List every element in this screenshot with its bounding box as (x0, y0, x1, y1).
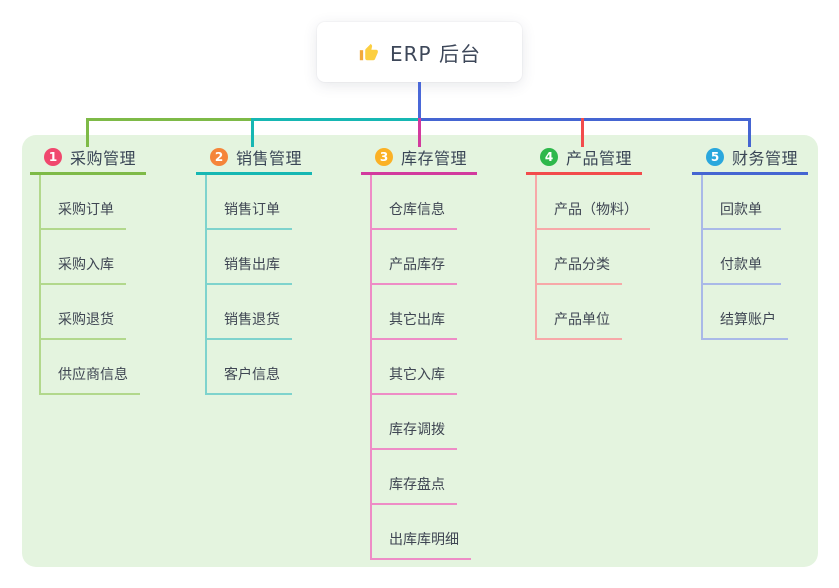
child-node[interactable]: 销售订单 (207, 175, 292, 230)
child-node[interactable]: 销售出库 (207, 230, 292, 285)
child-node[interactable]: 仓库信息 (372, 175, 457, 230)
child-node[interactable]: 出库库明细 (372, 505, 471, 560)
connector-drop-finance (748, 118, 751, 147)
branch-title: 财务管理 (732, 148, 799, 168)
branch-badge: 1 (44, 147, 62, 166)
branch-title: 库存管理 (401, 148, 468, 168)
child-node[interactable]: 采购入库 (41, 230, 126, 285)
branch-product: 4 产品管理产品（物料）产品分类产品单位 (526, 141, 650, 340)
branch-header-product[interactable]: 4 产品管理 (526, 141, 642, 175)
branch-title: 销售管理 (236, 148, 303, 168)
child-node[interactable]: 库存调拨 (372, 395, 457, 450)
branches-panel (22, 135, 818, 567)
child-node[interactable]: 回款单 (703, 175, 781, 230)
child-node[interactable]: 采购订单 (41, 175, 126, 230)
branch-badge: 5 (706, 147, 724, 166)
root-node[interactable]: ERP 后台 (317, 22, 522, 82)
branch-header-purchase[interactable]: 1 采购管理 (30, 141, 146, 175)
child-node[interactable]: 结算账户 (703, 285, 788, 340)
thumbs-up-icon (359, 43, 378, 61)
root-node-label: ERP 后台 (390, 41, 481, 66)
child-node[interactable]: 销售退货 (207, 285, 292, 340)
child-node[interactable]: 供应商信息 (41, 340, 140, 395)
child-node[interactable]: 库存盘点 (372, 450, 457, 505)
child-node[interactable]: 产品单位 (537, 285, 622, 340)
branch-header-sales[interactable]: 2 销售管理 (196, 141, 312, 175)
branch-sales: 2 销售管理销售订单销售出库销售退货客户信息 (196, 141, 312, 395)
branch-inventory: 3 库存管理仓库信息产品库存其它出库其它入库库存调拨库存盘点出库库明细 (361, 141, 477, 560)
branch-header-inventory[interactable]: 3 库存管理 (361, 141, 477, 175)
branch-title: 产品管理 (566, 148, 633, 168)
branch-purchase: 1 采购管理采购订单采购入库采购退货供应商信息 (30, 141, 146, 395)
connector-drop-sales (251, 118, 254, 147)
branch-header-finance[interactable]: 5 财务管理 (692, 141, 808, 175)
branch-children: 回款单付款单结算账户 (701, 175, 808, 340)
child-node[interactable]: 产品（物料） (537, 175, 650, 230)
connector-drop-purchase (86, 118, 89, 147)
child-node[interactable]: 其它入库 (372, 340, 457, 395)
branch-children: 销售订单销售出库销售退货客户信息 (205, 175, 312, 395)
child-node[interactable]: 付款单 (703, 230, 781, 285)
child-node[interactable]: 采购退货 (41, 285, 126, 340)
child-node[interactable]: 产品库存 (372, 230, 457, 285)
child-node[interactable]: 其它出库 (372, 285, 457, 340)
branch-badge: 3 (375, 147, 393, 166)
branch-children: 仓库信息产品库存其它出库其它入库库存调拨库存盘点出库库明细 (370, 175, 477, 560)
connector-segment-1 (86, 118, 252, 121)
connector-drop-product (581, 118, 584, 147)
child-node[interactable]: 客户信息 (207, 340, 292, 395)
connector-segment-2 (252, 118, 419, 121)
connector-drop-inventory (418, 118, 421, 147)
branch-children: 产品（物料）产品分类产品单位 (535, 175, 650, 340)
connector-root-drop (418, 82, 421, 118)
branch-title: 采购管理 (70, 148, 137, 168)
branch-children: 采购订单采购入库采购退货供应商信息 (39, 175, 146, 395)
child-node[interactable]: 产品分类 (537, 230, 622, 285)
branch-finance: 5 财务管理回款单付款单结算账户 (692, 141, 808, 340)
connector-segment-3 (419, 118, 751, 121)
branch-badge: 2 (210, 147, 228, 166)
branch-badge: 4 (540, 147, 558, 166)
